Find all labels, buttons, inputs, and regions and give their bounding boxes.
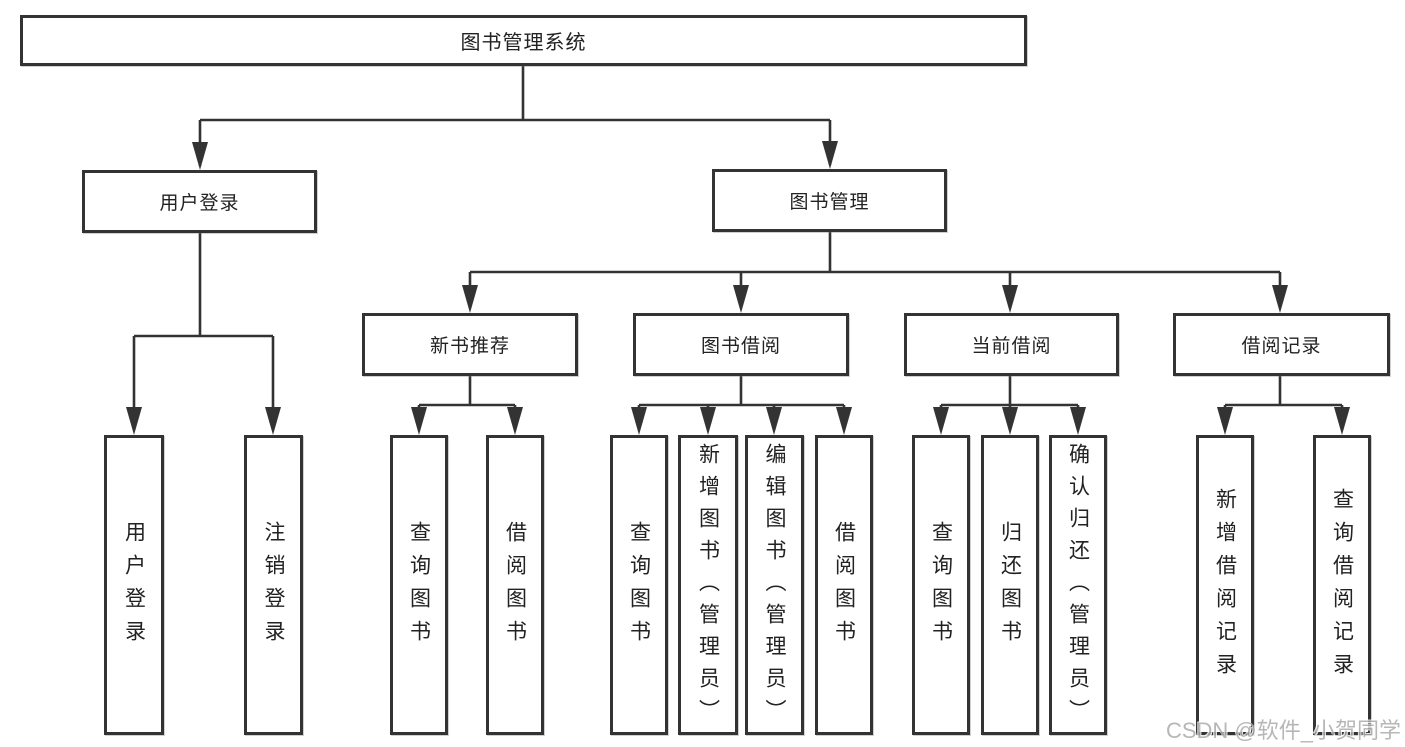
leaf-add-books-admin-label: 新增图书（管理员） <box>696 443 720 731</box>
arrow-icon <box>1070 407 1086 435</box>
arrow-icon <box>411 407 427 435</box>
arrow-icon <box>1334 407 1350 435</box>
connector-userlogin-to-leaves <box>132 233 275 430</box>
connector-newbook-to-leaves <box>417 376 517 430</box>
arrow-icon <box>1272 285 1288 313</box>
arrow-icon <box>265 407 281 435</box>
connector-bookmgmt-to-level3 <box>468 232 1282 308</box>
connector-root-to-level2 <box>198 66 832 166</box>
leaf-query-borrow-record: 查询借阅记录 <box>1313 435 1371 735</box>
leaf-return-books: 归还图书 <box>981 435 1039 735</box>
node-user-login-label: 用户登录 <box>159 193 240 214</box>
arrow-icon <box>192 142 208 170</box>
leaf-user-login: 用户登录 <box>104 435 164 735</box>
node-borrowing-records: 借阅记录 <box>1173 313 1390 376</box>
leaf-logout: 注销登录 <box>244 435 303 735</box>
leaf-current-query-books: 查询图书 <box>912 435 970 735</box>
arrow-icon <box>766 407 782 435</box>
arrow-icon <box>126 407 142 435</box>
leaf-borrowing-borrow-books-label: 借阅图书 <box>832 521 856 653</box>
leaf-newbook-borrow-books-label: 借阅图书 <box>503 521 527 653</box>
leaf-borrowing-borrow-books: 借阅图书 <box>815 435 873 735</box>
leaf-newbook-query-books-label: 查询图书 <box>407 521 431 653</box>
leaf-return-books-label: 归还图书 <box>998 521 1022 653</box>
leaf-add-borrow-record: 新增借阅记录 <box>1196 435 1254 735</box>
leaf-edit-books-admin: 编辑图书（管理员） <box>745 435 804 735</box>
node-book-borrowing-label: 图书借阅 <box>700 336 781 357</box>
arrow-icon <box>631 407 647 435</box>
node-book-borrowing: 图书借阅 <box>633 313 849 376</box>
arrow-icon <box>733 285 749 313</box>
node-user-login: 用户登录 <box>82 170 317 233</box>
leaf-confirm-return-admin-label: 确认归还（管理员） <box>1066 443 1090 731</box>
leaf-add-borrow-record-label: 新增借阅记录 <box>1213 488 1237 686</box>
leaf-confirm-return-admin: 确认归还（管理员） <box>1049 435 1107 735</box>
leaf-borrowing-query-books: 查询图书 <box>610 435 668 735</box>
arrow-icon <box>1217 407 1233 435</box>
leaf-borrowing-query-books-label: 查询图书 <box>627 521 651 653</box>
leaf-newbook-borrow-books: 借阅图书 <box>486 435 544 735</box>
leaf-add-books-admin: 新增图书（管理员） <box>678 435 738 735</box>
leaf-query-borrow-record-label: 查询借阅记录 <box>1330 488 1354 686</box>
leaf-current-query-books-label: 查询图书 <box>929 521 953 653</box>
arrow-icon <box>933 407 949 435</box>
leaf-newbook-query-books: 查询图书 <box>390 435 448 735</box>
node-new-book-recommendation-label: 新书推荐 <box>429 336 510 357</box>
arrow-icon <box>700 407 716 435</box>
node-current-borrowing-label: 当前借阅 <box>971 336 1052 357</box>
arrow-icon <box>1002 285 1018 313</box>
csdn-watermark: CSDN @软件_小贺同学 <box>1165 718 1401 743</box>
arrowheads <box>126 141 1350 435</box>
connector-records-to-leaves <box>1223 376 1344 430</box>
node-current-borrowing: 当前借阅 <box>904 313 1119 376</box>
node-book-management-label: 图书管理 <box>789 192 870 213</box>
node-root-label: 图书管理系统 <box>460 32 587 54</box>
arrow-icon <box>822 141 838 169</box>
arrow-icon <box>462 285 478 313</box>
arrow-icon <box>1002 407 1018 435</box>
leaf-logout-label: 注销登录 <box>262 521 285 653</box>
arrow-icon <box>507 407 523 435</box>
node-root: 图书管理系统 <box>20 15 1027 66</box>
node-borrowing-records-label: 借阅记录 <box>1241 336 1322 357</box>
node-new-book-recommendation: 新书推荐 <box>362 313 578 376</box>
connector-borrowing-to-leaves <box>637 376 846 430</box>
leaf-user-login-label: 用户登录 <box>122 521 146 653</box>
node-book-management: 图书管理 <box>712 169 947 232</box>
leaf-edit-books-admin-label: 编辑图书（管理员） <box>763 443 786 731</box>
arrow-icon <box>836 407 852 435</box>
